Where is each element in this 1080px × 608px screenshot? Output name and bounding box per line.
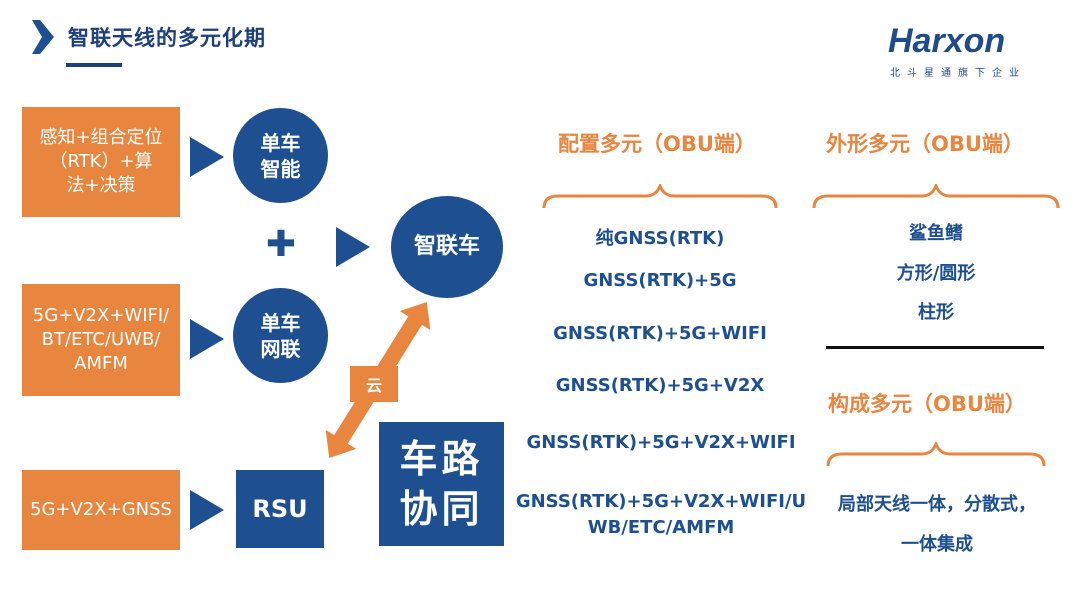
section-divider <box>826 346 1044 349</box>
brand-tagline: 北斗星通旗下企业 <box>890 68 1026 79</box>
shape-title: 外形多元（OBU端） <box>826 132 1024 156</box>
title-underline <box>66 63 122 67</box>
config-brace-icon <box>542 184 778 209</box>
config-title: 配置多元（OBU端） <box>558 132 756 156</box>
composition-text: 局部天线一体，分散式， 一体集成 <box>838 494 1036 555</box>
config-item: 纯GNSS(RTK) <box>595 228 725 249</box>
connectivity-box: 5G+V2X+WIFI/ BT/ETC/UWB/ AMFM <box>22 284 180 396</box>
smart-connected-car-node: 智联车 <box>391 196 503 298</box>
composition-brace-icon <box>826 442 1046 467</box>
shape-item: 方形/圆形 <box>896 263 976 284</box>
brand-logo: Harxon <box>888 22 1006 60</box>
config-item: GNSS(RTK)+5G+V2X <box>555 375 765 396</box>
composition-title: 构成多元（OBU端） <box>828 392 1026 416</box>
arrow-right-icon <box>336 227 370 267</box>
shape-brace-icon <box>812 184 1060 209</box>
arrow-right-icon <box>190 319 224 359</box>
rsu-node: RSU <box>236 470 324 548</box>
arrow-right-icon <box>190 490 224 530</box>
vehicle-road-collaboration-block: 车路 协同 <box>379 422 504 546</box>
page-title: 智联天线的多元化期 <box>68 26 266 50</box>
single-vehicle-intelligence-node: 单车 智能 <box>233 108 328 203</box>
plus-icon: ✚ <box>265 223 297 265</box>
sensing-fusion-box: 感知+组合定位 （RTK）+算 法+决策 <box>22 107 180 217</box>
cloud-label: 云 <box>350 366 398 402</box>
config-item: GNSS(RTK)+5G+V2X+WIFI/U WB/ETC/AMFM <box>515 491 807 538</box>
arrow-right-icon <box>190 137 224 177</box>
config-item: GNSS(RTK)+5G+V2X+WIFI <box>526 432 796 453</box>
shape-item: 柱形 <box>918 302 954 323</box>
single-vehicle-networking-node: 单车 网联 <box>233 288 328 383</box>
config-item: GNSS(RTK)+5G+WIFI <box>553 323 767 344</box>
title-chevron-icon <box>32 20 54 54</box>
config-item: GNSS(RTK)+5G <box>583 270 737 291</box>
shape-item: 鲨鱼鳍 <box>909 223 963 244</box>
rsu-spec-box: 5G+V2X+GNSS <box>22 470 180 550</box>
